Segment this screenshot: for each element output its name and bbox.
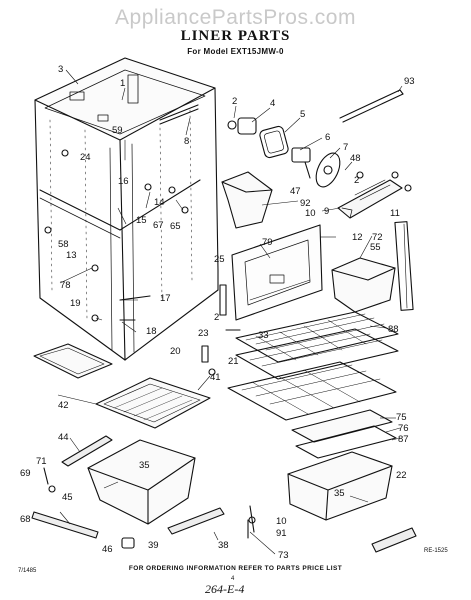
- callout-12: 12: [352, 232, 363, 243]
- handwritten-code: 264-E-4: [205, 582, 245, 596]
- drawing-code: RE-1525: [424, 548, 448, 554]
- callout-72: 72: [372, 232, 383, 243]
- rail-part-38: [167, 507, 225, 535]
- callout-71: 71: [36, 456, 47, 467]
- callout-46: 46: [102, 544, 113, 555]
- callout-68: 68: [20, 514, 31, 525]
- callout-69: 69: [20, 468, 31, 479]
- callout-67: 67: [153, 220, 164, 231]
- callout-11: 11: [390, 208, 400, 219]
- callout-20: 20: [170, 346, 181, 357]
- callout-labels: 3 1 93 2 4 5 6 7 48 2 9 11 59 8 24 47 92…: [20, 64, 415, 561]
- meat-pan-part-22: [287, 451, 393, 521]
- ordering-note: FOR ORDERING INFORMATION REFER TO PARTS …: [128, 565, 343, 572]
- callout-41: 41: [210, 372, 221, 383]
- callout-38: 38: [218, 540, 229, 551]
- callout-19: 19: [70, 298, 81, 309]
- callout-58: 58: [58, 239, 69, 250]
- support-rail-part-44: [61, 435, 113, 467]
- callout-7: 7: [343, 142, 348, 153]
- callout-10b: 10: [276, 516, 287, 527]
- crisper-cover-part-41: [95, 377, 211, 429]
- glass-shelf-part-42: [33, 343, 113, 379]
- callout-47: 47: [290, 186, 301, 197]
- callout-25: 25: [214, 254, 225, 265]
- callout-42: 42: [58, 400, 69, 411]
- page-title: LINER PARTS: [180, 28, 291, 44]
- small-bin-part-92: [221, 171, 273, 229]
- callout-18: 18: [146, 326, 157, 337]
- callout-23: 23: [198, 328, 209, 339]
- callout-24: 24: [80, 152, 91, 163]
- callout-93: 93: [404, 76, 415, 87]
- callout-35b: 35: [334, 488, 345, 499]
- callout-55: 55: [370, 242, 381, 253]
- page-number: 4: [231, 576, 235, 582]
- callout-17: 17: [160, 293, 171, 304]
- wire-shelf-part-88: [235, 311, 399, 380]
- callout-59: 59: [112, 125, 123, 136]
- model-subtitle: For Model EXT15JMW-0: [187, 47, 284, 56]
- callout-6: 6: [325, 132, 330, 143]
- callout-39: 39: [148, 540, 159, 551]
- callout-48: 48: [350, 153, 361, 164]
- callout-4: 4: [270, 98, 275, 109]
- trim-part-11: [394, 221, 414, 311]
- callout-65: 65: [170, 221, 181, 232]
- crisper-drawer-part-45: [87, 439, 196, 525]
- callout-75: 75: [396, 412, 407, 423]
- callout-92: 92: [300, 198, 311, 209]
- callout-9: 9: [324, 206, 329, 217]
- wire-shelf-parts-75-76: [227, 361, 397, 459]
- divider-panel-part-12: [231, 224, 323, 321]
- callout-35a: 35: [139, 460, 150, 471]
- bracket-parts-20-21-23-25: [201, 284, 256, 539]
- rail-part-68: [31, 467, 99, 539]
- callout-79: 79: [262, 237, 273, 248]
- callout-leaders: [57, 69, 403, 555]
- callout-21: 21: [228, 356, 239, 367]
- watermark: AppliancePartsPros.com: [115, 6, 356, 29]
- light-fixture-parts: [227, 117, 364, 188]
- callout-88: 88: [388, 324, 399, 335]
- callout-5: 5: [300, 109, 305, 120]
- callout-3: 3: [58, 64, 63, 75]
- callout-1: 1: [120, 78, 125, 89]
- callout-2a: 2: [232, 96, 237, 107]
- callout-8: 8: [184, 136, 189, 147]
- print-code: 7/1485: [18, 568, 37, 574]
- callout-15: 15: [136, 215, 147, 226]
- callout-10a: 10: [305, 208, 316, 219]
- callout-91: 91: [276, 528, 287, 539]
- rod-part-93: [339, 89, 404, 123]
- liner-cabinet: [34, 57, 219, 361]
- callout-22: 22: [396, 470, 407, 481]
- bin-part-55: [331, 257, 396, 313]
- callout-14: 14: [154, 197, 165, 208]
- callout-13: 13: [66, 250, 77, 261]
- callout-2c: 2: [214, 312, 219, 323]
- clip-part-46: [121, 537, 135, 549]
- callout-78: 78: [60, 280, 71, 291]
- callout-45: 45: [62, 492, 73, 503]
- pan-cover-part-22b: [371, 527, 417, 553]
- callout-76: 76: [398, 423, 409, 434]
- callout-87: 87: [398, 434, 409, 445]
- callout-16: 16: [118, 176, 129, 187]
- callout-44: 44: [58, 432, 69, 443]
- callout-2b: 2: [354, 175, 359, 186]
- control-housing-part-9: [337, 171, 412, 219]
- callout-73: 73: [278, 550, 289, 561]
- callout-33: 33: [258, 330, 269, 341]
